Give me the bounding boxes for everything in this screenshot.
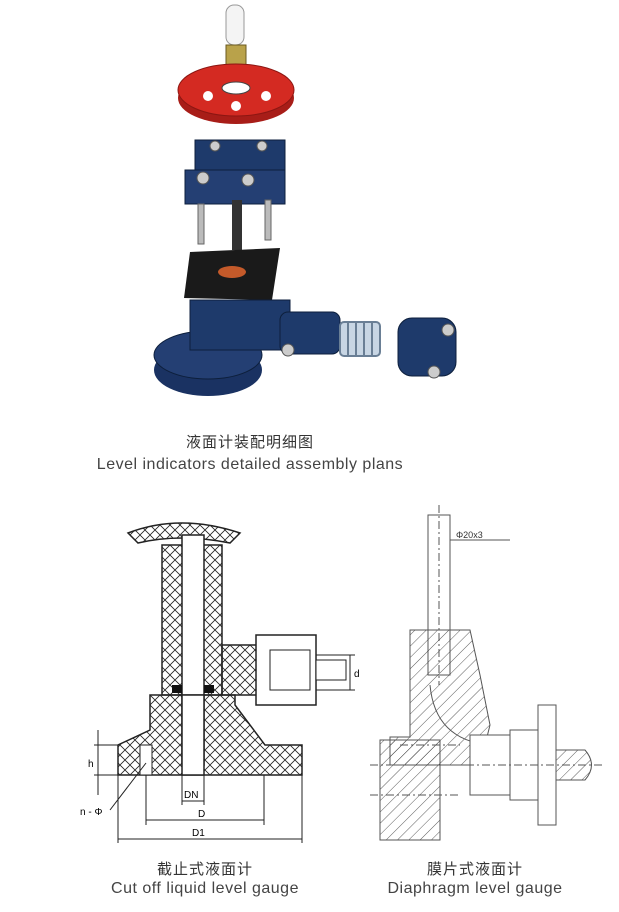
label-n-phi: n - Φ <box>80 807 102 818</box>
label-d: d <box>354 669 360 680</box>
spring <box>339 321 381 357</box>
diaphragm-gauge-drawing: Φ20x3 <box>370 505 605 841</box>
cutoff-title-en: Cut off liquid level gauge <box>111 880 299 897</box>
label-D1: D1 <box>192 828 205 839</box>
diaphragm-title-en: Diaphragm level gauge <box>387 880 563 897</box>
diaphragm-title-zh: 膜片式液面计 <box>426 861 523 878</box>
label-dn: DN <box>184 790 198 801</box>
label-pipe: Φ20x3 <box>456 530 483 540</box>
glass-tube <box>225 4 245 46</box>
handle <box>126 522 242 544</box>
label-h: h <box>88 759 94 770</box>
cutoff-gauge-drawing: h d DN D D1 n - Φ <box>80 522 360 843</box>
assembly-illustration <box>153 4 457 396</box>
valve-body <box>189 299 291 351</box>
union-nut <box>397 317 457 377</box>
assembly-title-en: Level indicators detailed assembly plans <box>96 456 404 473</box>
assembly-title-zh: 液面计装配明细图 <box>185 434 314 451</box>
cutoff-title-zh: 截止式液面计 <box>156 861 253 878</box>
body <box>117 694 303 776</box>
label-D: D <box>198 809 205 820</box>
